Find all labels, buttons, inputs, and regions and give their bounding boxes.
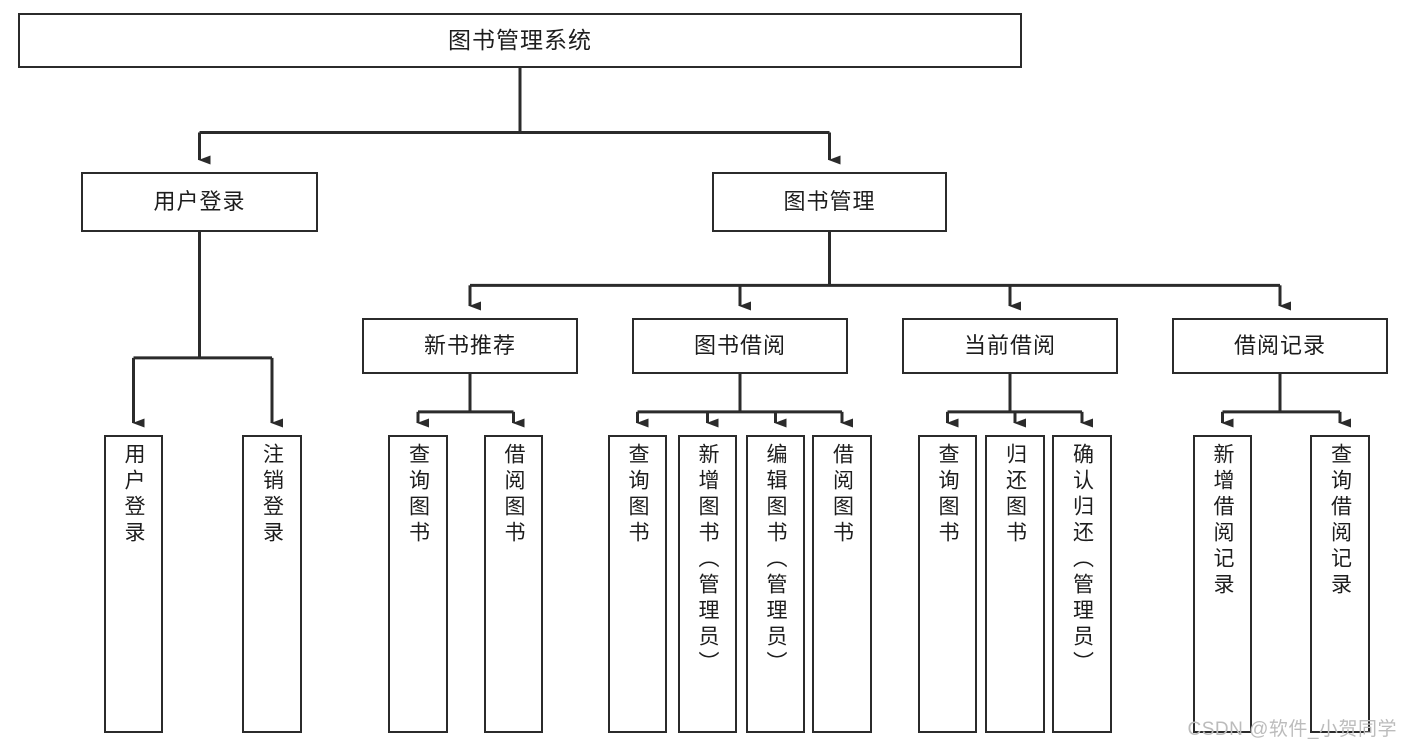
- node-l3-c1[interactable]: 查询图书: [608, 435, 667, 733]
- node-l3-a1[interactable]: 用户登录: [104, 435, 163, 733]
- node-label: 查询图书: [406, 443, 430, 547]
- node-l3-a2[interactable]: 注销登录: [242, 435, 302, 733]
- node-label: 用户登录: [153, 188, 246, 214]
- node-l3-b2[interactable]: 借阅图书: [484, 435, 543, 733]
- node-l3-d3[interactable]: 确认归还（管理员）: [1052, 435, 1112, 733]
- node-l2-current[interactable]: 当前借阅: [902, 318, 1118, 374]
- node-l3-e1[interactable]: 新增借阅记录: [1193, 435, 1252, 733]
- node-label: 新增借阅记录: [1211, 443, 1234, 599]
- watermark-text: CSDN @软件_小贺同学: [1187, 719, 1397, 740]
- node-l3-d1[interactable]: 查询图书: [918, 435, 977, 733]
- node-label: 归还图书: [1003, 443, 1027, 547]
- node-label: 查询图书: [626, 443, 649, 547]
- node-label: 编辑图书（管理员）: [764, 443, 787, 677]
- node-l3-e2[interactable]: 查询借阅记录: [1310, 435, 1370, 733]
- node-label: 新增图书（管理员）: [696, 443, 719, 677]
- node-l3-d2[interactable]: 归还图书: [985, 435, 1045, 733]
- node-label: 查询图书: [936, 443, 959, 547]
- node-l1-login[interactable]: 用户登录: [81, 172, 318, 232]
- node-label: 新书推荐: [423, 332, 516, 358]
- node-root[interactable]: 图书管理系统: [18, 13, 1022, 68]
- node-l2-borrow[interactable]: 图书借阅: [632, 318, 848, 374]
- node-label: 确认归还（管理员）: [1070, 443, 1094, 677]
- node-l3-c3[interactable]: 编辑图书（管理员）: [746, 435, 805, 733]
- node-label: 图书管理系统: [448, 26, 592, 53]
- node-label: 图书管理: [783, 188, 876, 214]
- node-l2-new[interactable]: 新书推荐: [362, 318, 578, 374]
- node-label: 当前借阅: [963, 332, 1056, 358]
- node-l3-c2[interactable]: 新增图书（管理员）: [678, 435, 737, 733]
- node-l3-c4[interactable]: 借阅图书: [812, 435, 872, 733]
- node-label: 注销登录: [260, 443, 284, 547]
- node-label: 图书借阅: [693, 332, 786, 358]
- node-label: 借阅图书: [830, 443, 854, 547]
- node-l2-record[interactable]: 借阅记录: [1172, 318, 1388, 374]
- node-l3-b1[interactable]: 查询图书: [388, 435, 448, 733]
- node-label: 借阅图书: [502, 443, 525, 547]
- node-label: 用户登录: [122, 443, 145, 547]
- node-label: 查询借阅记录: [1328, 443, 1352, 599]
- node-label: 借阅记录: [1233, 332, 1326, 358]
- node-l1-book[interactable]: 图书管理: [712, 172, 947, 232]
